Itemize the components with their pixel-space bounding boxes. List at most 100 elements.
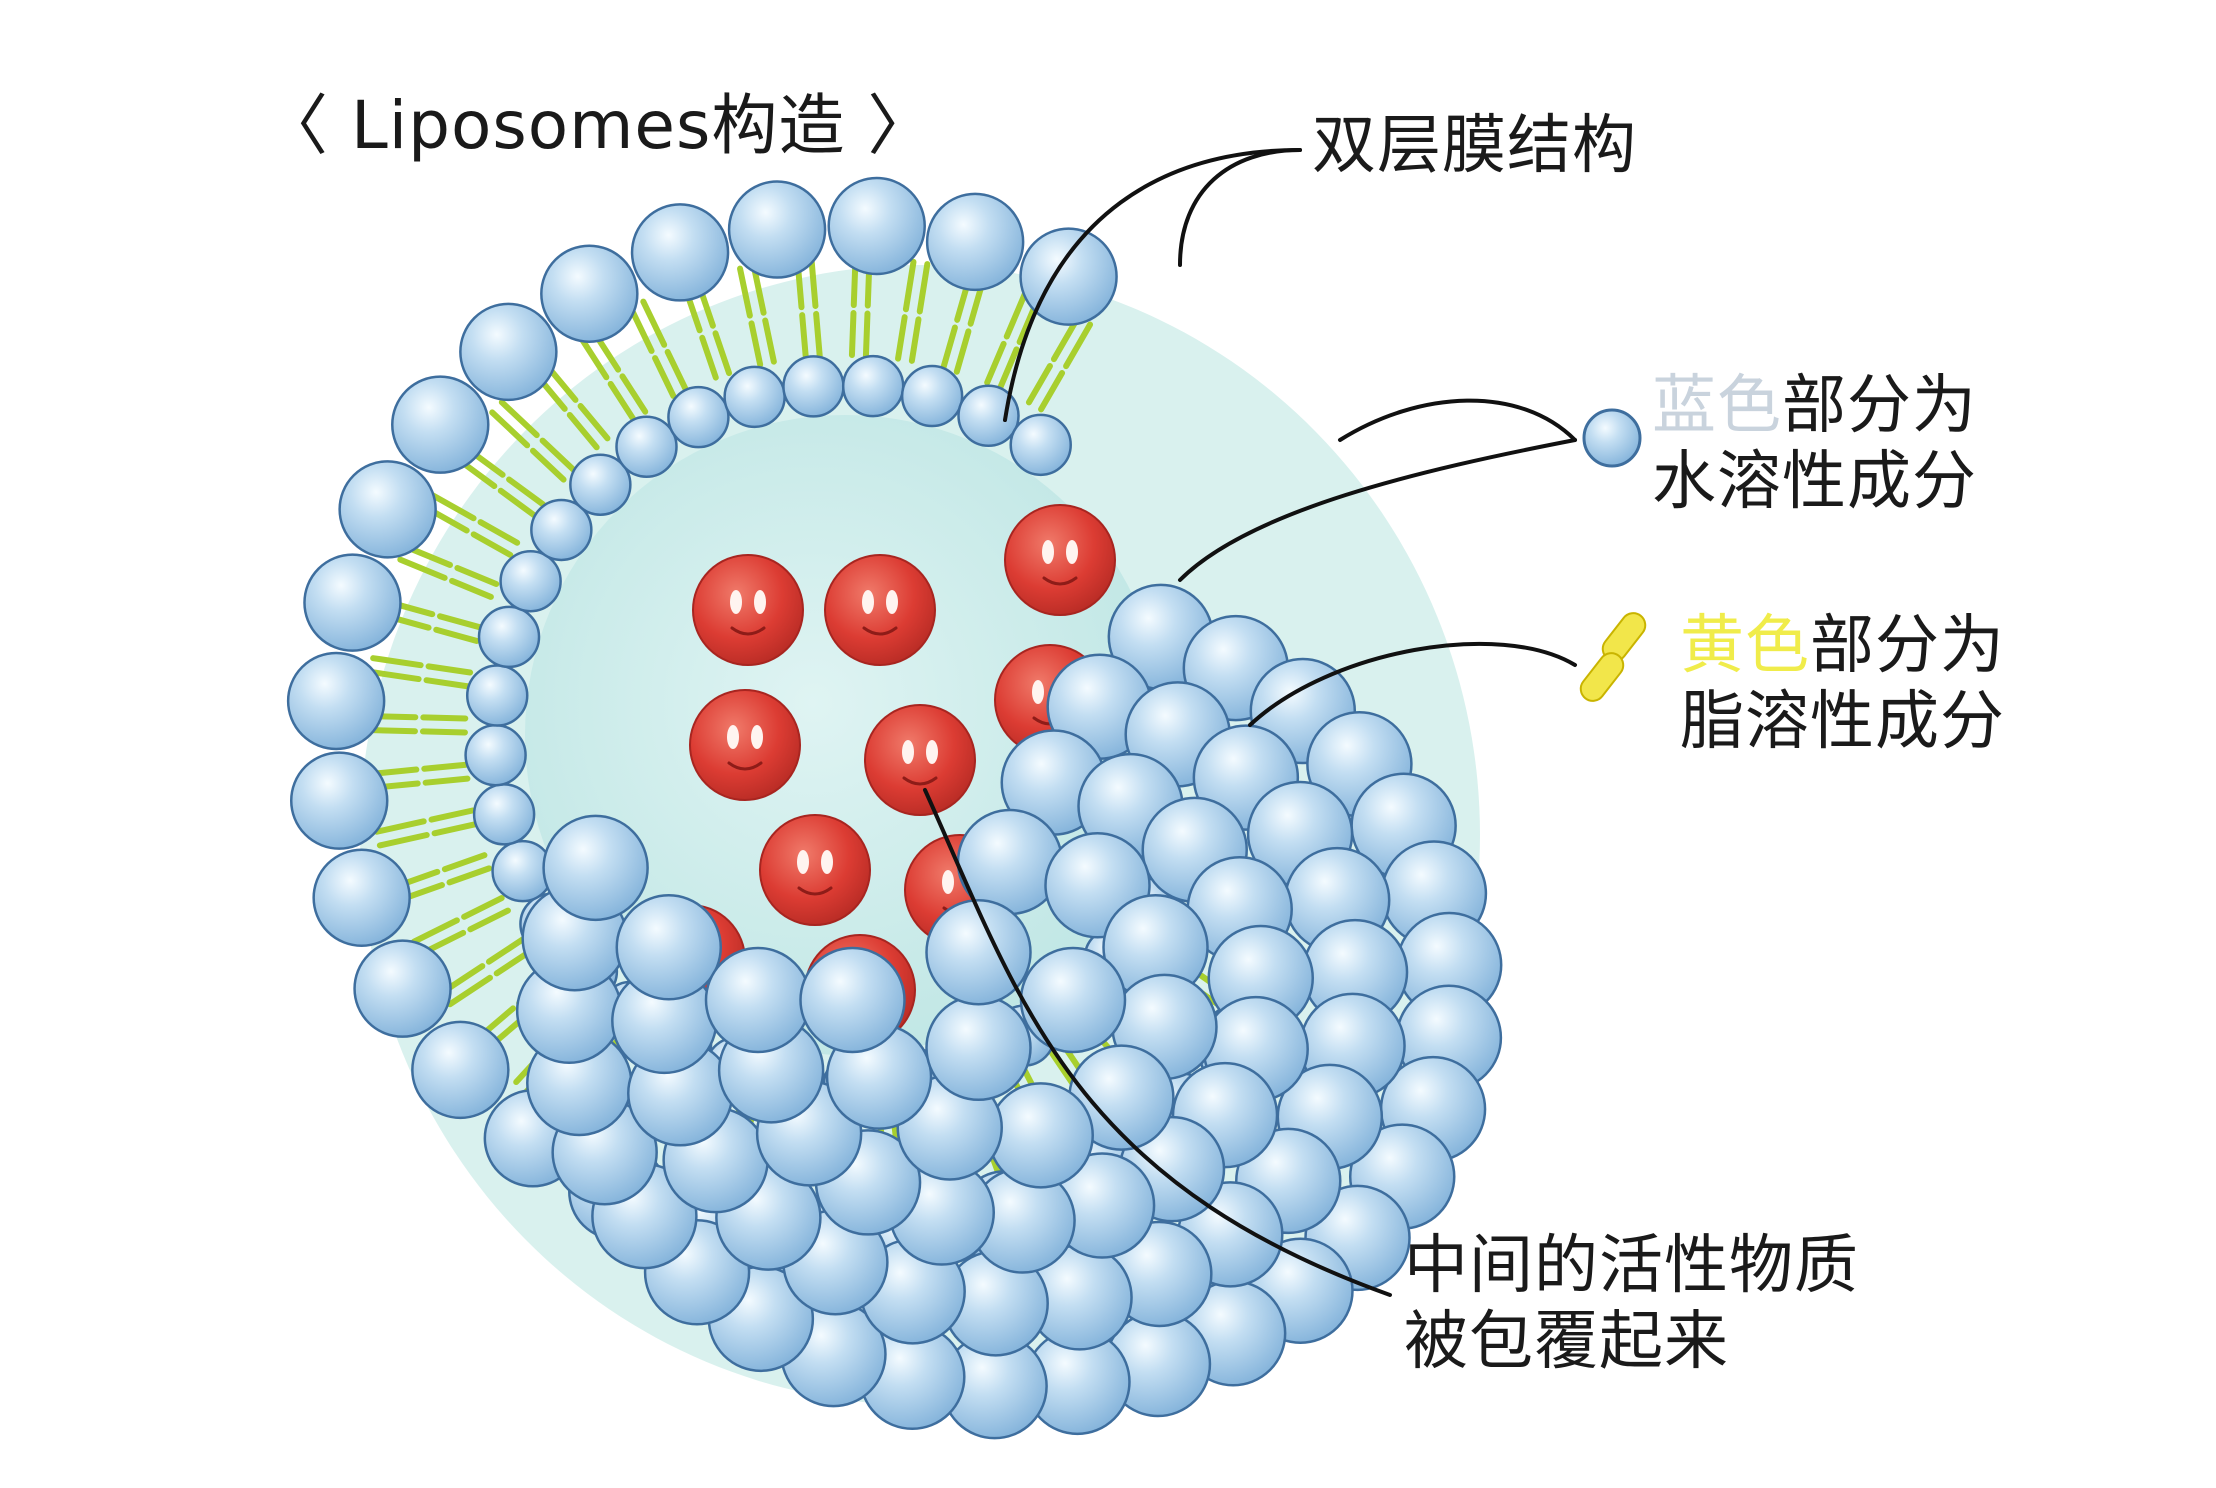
lipid-tail bbox=[498, 399, 540, 439]
leader-lines bbox=[923, 148, 1577, 1297]
label-blue-rest: 部分为 bbox=[1782, 369, 1977, 443]
surface-lipid-head bbox=[542, 814, 649, 922]
lipid-tail bbox=[953, 328, 972, 375]
outer-lipid-head bbox=[391, 375, 490, 474]
label-hydrophilic: 蓝色部分为 水溶性成分 bbox=[1652, 368, 1977, 520]
inner-lipid-head bbox=[723, 365, 786, 429]
active-particle bbox=[1004, 504, 1116, 616]
lipid-tail bbox=[539, 437, 577, 473]
lipid-tail bbox=[607, 380, 637, 423]
label-yellow-line2: 脂溶性成分 bbox=[1680, 685, 2005, 759]
lipid-tail bbox=[410, 917, 460, 945]
lipid-tail bbox=[423, 677, 472, 690]
lipid-tail bbox=[433, 626, 480, 644]
inner-lipid-head bbox=[472, 783, 536, 846]
lipid-tail bbox=[748, 320, 764, 368]
lipid-tail bbox=[799, 312, 809, 360]
particle-eye bbox=[926, 740, 938, 764]
label-core-line1: 中间的活性物质 bbox=[1404, 1229, 1859, 1303]
outer-lipid-head bbox=[1019, 227, 1118, 326]
lipid-tail bbox=[808, 255, 819, 309]
outer-lipid-head bbox=[286, 651, 386, 751]
lipid-tail bbox=[506, 476, 546, 508]
inner-lipid-head bbox=[477, 605, 541, 669]
particle-smile bbox=[862, 626, 898, 636]
surface-lipid-head bbox=[987, 1082, 1094, 1189]
outer-lipid-head bbox=[540, 244, 639, 343]
lipid-tail bbox=[940, 324, 958, 371]
lipid-tail bbox=[431, 821, 479, 837]
outer-lipid-head bbox=[303, 553, 402, 652]
lipid-tail bbox=[376, 831, 430, 849]
particle-eye bbox=[821, 850, 833, 874]
lipid-tail bbox=[529, 447, 567, 483]
lipid-tail bbox=[699, 334, 719, 381]
label-core-line2: 被包覆起来 bbox=[1404, 1305, 1729, 1379]
surface-lipid-head bbox=[704, 946, 812, 1054]
lipid-tail bbox=[619, 373, 649, 415]
surface-lipid-head bbox=[925, 994, 1032, 1102]
inner-lipid-head bbox=[957, 384, 1020, 448]
lipid-tail bbox=[428, 807, 476, 823]
lipid-tail bbox=[485, 935, 528, 965]
lipid-tail bbox=[461, 895, 505, 920]
label-yellow-rest: 部分为 bbox=[1810, 609, 2005, 683]
lipid-tail bbox=[737, 265, 753, 319]
inner-lipid-head bbox=[841, 354, 905, 418]
lipid-tail bbox=[916, 261, 931, 315]
lipid-tail bbox=[652, 355, 677, 399]
surface-lipid-head bbox=[799, 946, 906, 1054]
lipid-tail bbox=[425, 663, 474, 676]
lipid-tail bbox=[908, 316, 922, 364]
label-active-core: 中间的活性物质 被包覆起来 bbox=[1404, 1228, 1859, 1380]
active-particle bbox=[759, 814, 871, 926]
particle-smile bbox=[1042, 576, 1078, 586]
lipid-tail bbox=[566, 411, 600, 451]
lipid-tail bbox=[577, 333, 610, 381]
lipid-tail bbox=[902, 258, 917, 313]
lipid-tail bbox=[664, 349, 689, 393]
surface-lipid-heads bbox=[515, 583, 1503, 1440]
leader-blue-2 bbox=[1178, 438, 1577, 582]
particle-eye bbox=[797, 850, 809, 874]
particle-smile bbox=[902, 776, 938, 786]
particle-body bbox=[864, 704, 976, 816]
outer-lipid-head bbox=[353, 939, 452, 1038]
active-particle bbox=[692, 554, 804, 666]
lipid-tail bbox=[428, 491, 477, 522]
outer-lipid-head bbox=[827, 176, 926, 276]
leader-bilayer-2 bbox=[1178, 148, 1302, 267]
lipid-tail bbox=[397, 556, 448, 581]
inner-lipid-head bbox=[465, 664, 529, 727]
outer-lipid-head bbox=[289, 751, 389, 850]
outer-lipid-head bbox=[411, 1020, 510, 1120]
lipid-tail bbox=[813, 310, 823, 359]
particle-body bbox=[689, 689, 801, 801]
particle-eye bbox=[1032, 680, 1044, 704]
lipid-tail bbox=[421, 761, 470, 772]
lipid-tail bbox=[419, 728, 468, 736]
lipid-tail bbox=[640, 298, 668, 348]
particle-eye bbox=[942, 870, 954, 894]
label-blue-line2: 水溶性成分 bbox=[1652, 445, 1977, 519]
lipid-tail bbox=[1063, 321, 1094, 370]
leader-blue-1 bbox=[1338, 398, 1577, 442]
active-particle bbox=[864, 704, 976, 816]
active-particle bbox=[824, 554, 936, 666]
lipid-tail bbox=[436, 613, 484, 631]
surface-lipid-head bbox=[1019, 946, 1127, 1054]
outer-lipid-head bbox=[727, 180, 827, 279]
particle-eye bbox=[862, 590, 874, 614]
inner-lipid-head bbox=[900, 364, 964, 428]
surface-lipid-head bbox=[925, 898, 1032, 1006]
inner-lipid-head bbox=[1009, 413, 1072, 477]
lipid-tail bbox=[1025, 363, 1053, 406]
outer-lipid-head bbox=[459, 302, 558, 402]
particle-smile bbox=[727, 761, 763, 771]
leader-yellow bbox=[1248, 641, 1577, 727]
lipid-tail bbox=[1038, 370, 1066, 413]
label-bilayer: 双层膜结构 bbox=[1312, 109, 1637, 183]
particle-body bbox=[824, 554, 936, 666]
